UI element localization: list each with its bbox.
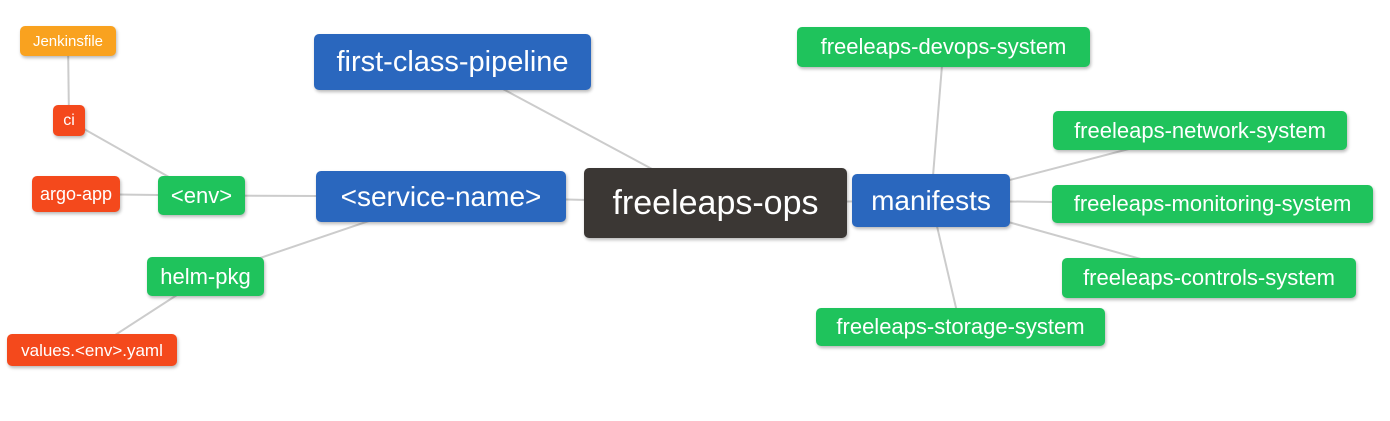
node-first-class-pipeline[interactable]: first-class-pipeline: [314, 34, 591, 90]
node-env[interactable]: <env>: [158, 176, 245, 215]
node-ci[interactable]: ci: [53, 105, 85, 136]
node-freeleaps-network-system[interactable]: freeleaps-network-system: [1053, 111, 1347, 150]
node-freeleaps-devops-system[interactable]: freeleaps-devops-system: [797, 27, 1090, 67]
node-freeleaps-storage-system[interactable]: freeleaps-storage-system: [816, 308, 1105, 346]
node-jenkinsfile[interactable]: Jenkinsfile: [20, 26, 116, 56]
node-argo-app[interactable]: argo-app: [32, 176, 120, 212]
node-service-name[interactable]: <service-name>: [316, 171, 566, 222]
node-helm-pkg[interactable]: helm-pkg: [147, 257, 264, 296]
node-freeleaps-monitoring-system[interactable]: freeleaps-monitoring-system: [1052, 185, 1373, 223]
node-freeleaps-ops[interactable]: freeleaps-ops: [584, 168, 847, 238]
node-freeleaps-controls-system[interactable]: freeleaps-controls-system: [1062, 258, 1356, 298]
node-values-env-yaml[interactable]: values.<env>.yaml: [7, 334, 177, 366]
node-manifests[interactable]: manifests: [852, 174, 1010, 227]
